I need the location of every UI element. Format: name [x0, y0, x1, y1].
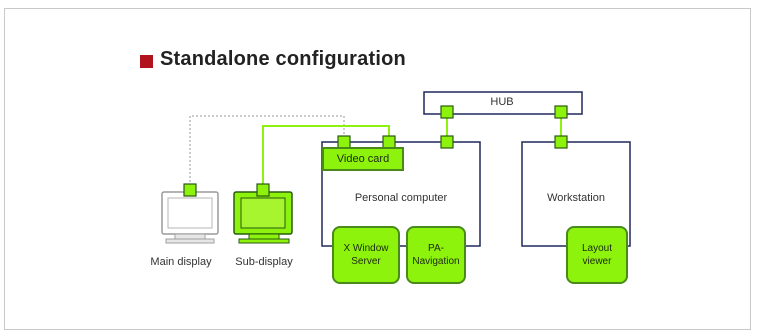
pa-navigation-label: PA-Navigation — [412, 243, 460, 267]
personal-computer-label: Personal computer — [354, 192, 448, 204]
workstation-network-port — [554, 135, 568, 149]
x-window-server-label: X Window Server — [343, 243, 389, 267]
hub-port-workstation — [554, 105, 568, 119]
pc-network-port — [440, 135, 454, 149]
hub-box — [423, 91, 583, 115]
sub-display-icon — [233, 191, 293, 244]
pa-navigation-box: PA-Navigation — [406, 226, 466, 284]
workstation-label: Workstation — [547, 192, 605, 204]
title-marker-icon — [140, 55, 153, 68]
layout-viewer-label: Layout viewer — [581, 243, 613, 267]
video-card-label: Video card — [322, 147, 404, 171]
main-display-port — [183, 183, 197, 197]
main-display-cable — [189, 115, 345, 186]
hub-label: HUB — [490, 96, 514, 108]
layout-viewer-box: Layout viewer — [566, 226, 628, 284]
sub-display-cable — [262, 125, 390, 186]
sub-display-label: Sub-display — [235, 256, 293, 268]
main-display-label: Main display — [150, 256, 212, 268]
hub-port-pc — [440, 105, 454, 119]
sub-display-port — [256, 183, 270, 197]
x-window-server-box: X Window Server — [332, 226, 400, 284]
main-display-icon — [161, 191, 219, 244]
diagram-title: Standalone configuration — [160, 48, 406, 70]
